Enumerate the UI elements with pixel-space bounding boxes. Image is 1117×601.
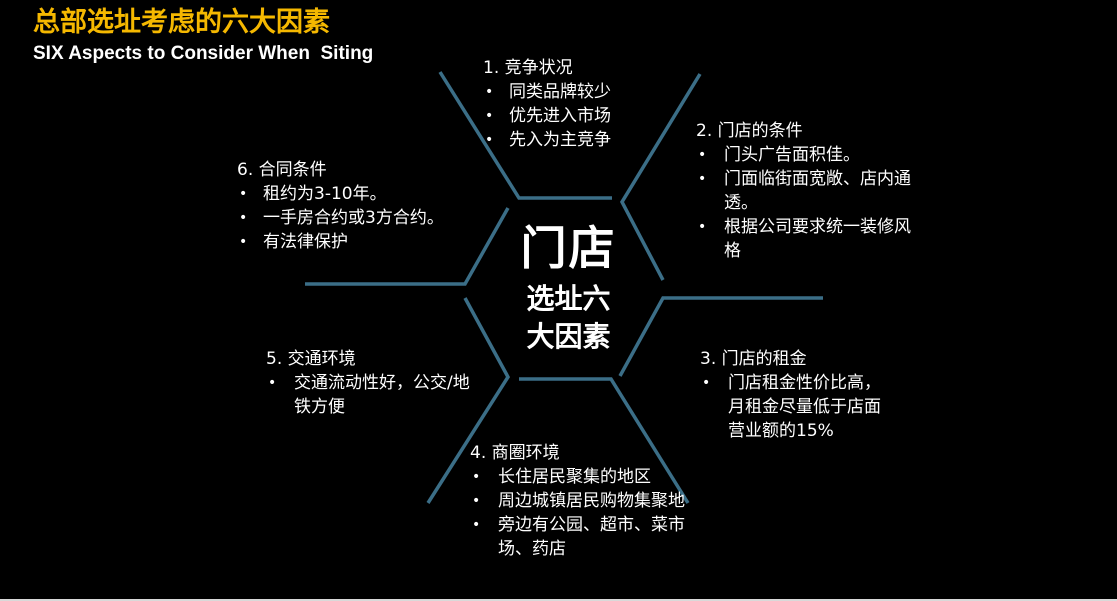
list-item: •同类品牌较少	[485, 82, 611, 102]
bullet-icon: •	[485, 132, 494, 148]
factor-competition: 1. 竞争状况 •同类品牌较少 •优先进入市场 •先入为主竞争	[483, 56, 673, 152]
factor-bullets: •门店租金性价比高，月租金尽量低于店面营业额的15%	[700, 371, 890, 443]
bullet-icon: •	[268, 375, 277, 391]
factor-bullets: •交通流动性好，公交/地铁方便	[266, 371, 486, 419]
factor-rent: 3. 门店的租金 •门店租金性价比高，月租金尽量低于店面营业额的15%	[700, 347, 890, 443]
list-item: •优先进入市场	[485, 106, 611, 126]
list-item: •门店租金性价比高，月租金尽量低于店面营业额的15%	[702, 373, 881, 441]
page-title: 总部选址考虑的六大因素	[33, 7, 330, 38]
center-sub-line-2: 大因素	[526, 320, 611, 353]
factor-heading: 4. 商圈环境	[470, 443, 560, 463]
line-left-lower	[426, 297, 511, 504]
line-right-lower	[618, 296, 823, 377]
list-item: •交通流动性好，公交/地铁方便	[268, 373, 470, 417]
list-item: •周边城镇居民购物集聚地	[472, 491, 685, 511]
center-sub-line-1: 选址六	[526, 282, 611, 315]
bullet-icon: •	[472, 517, 481, 533]
list-item: •一手房合约或3方合约。	[239, 208, 444, 228]
bullet-icon: •	[472, 469, 481, 485]
bullet-icon: •	[239, 210, 248, 226]
list-item: •门面临街面宽敞、店内通透。	[698, 169, 911, 213]
page-subtitle: SIX Aspects to Consider When Siting	[33, 43, 374, 64]
list-item: •先入为主竞争	[485, 130, 611, 150]
bullet-icon: •	[698, 171, 707, 187]
factor-transportation: 5. 交通环境 •交通流动性好，公交/地铁方便	[266, 347, 486, 419]
bullet-icon: •	[698, 219, 707, 235]
list-item: •门头广告面积佳。	[698, 145, 860, 165]
bullet-icon: •	[485, 84, 494, 100]
list-item: •旁边有公园、超市、菜市场、药店	[472, 515, 685, 559]
factor-contract: 6. 合同条件 •租约为3-10年。 •一手房合约或3方合约。 •有法律保护	[237, 158, 477, 254]
list-item: •有法律保护	[239, 232, 348, 252]
factor-bullets: •租约为3-10年。 •一手房合约或3方合约。 •有法律保护	[237, 182, 477, 254]
line-top-right	[619, 73, 702, 281]
bullet-icon: •	[239, 234, 248, 250]
factor-business-district: 4. 商圈环境 •长住居民聚集的地区 •周边城镇居民购物集聚地 •旁边有公园、超…	[470, 441, 690, 561]
line-left-upper	[305, 207, 510, 286]
factor-bullets: •门头广告面积佳。 •门面临街面宽敞、店内通透。 •根据公司要求统一装修风格	[696, 143, 926, 263]
bullet-icon: •	[702, 375, 711, 391]
list-item: •租约为3-10年。	[239, 184, 387, 204]
factor-bullets: •长住居民聚集的地区 •周边城镇居民购物集聚地 •旁边有公园、超市、菜市场、药店	[470, 465, 690, 561]
bullet-icon: •	[698, 147, 707, 163]
bottom-border	[0, 599, 1117, 601]
factor-heading: 2. 门店的条件	[696, 121, 803, 141]
bullet-icon: •	[485, 108, 494, 124]
factor-bullets: •同类品牌较少 •优先进入市场 •先入为主竞争	[483, 80, 673, 152]
list-item: •长住居民聚集的地区	[472, 467, 651, 487]
factor-heading: 6. 合同条件	[237, 160, 327, 180]
line-top-left	[438, 71, 612, 200]
bullet-icon: •	[239, 186, 248, 202]
factor-heading: 1. 竞争状况	[483, 58, 573, 78]
bullet-icon: •	[472, 493, 481, 509]
center-main-text: 门店	[520, 221, 617, 275]
line-bottom	[519, 377, 690, 504]
factor-store-conditions: 2. 门店的条件 •门头广告面积佳。 •门面临街面宽敞、店内通透。 •根据公司要…	[696, 119, 926, 263]
factor-heading: 3. 门店的租金	[700, 349, 807, 369]
center-label: 门店 选址六 大因素	[500, 218, 637, 354]
factor-heading: 5. 交通环境	[266, 349, 356, 369]
list-item: •根据公司要求统一装修风格	[698, 217, 911, 261]
